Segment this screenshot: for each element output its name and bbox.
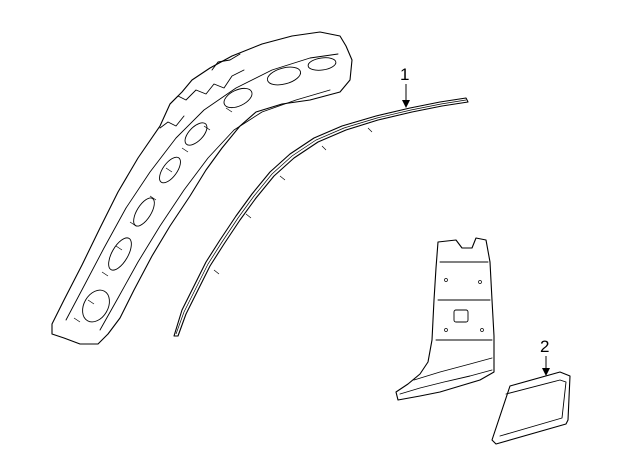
callout-1-label: 1 xyxy=(400,65,409,84)
callout-1: 1 xyxy=(400,65,410,108)
weatherstrip-part xyxy=(173,97,469,337)
pillar-trim-panel xyxy=(395,237,495,401)
body-side-inner-panel xyxy=(51,31,353,345)
applique-part xyxy=(491,371,571,445)
callout-1-arrowhead xyxy=(402,100,410,108)
callout-2: 2 xyxy=(540,337,550,376)
callout-2-arrowhead xyxy=(542,368,550,376)
callout-2-label: 2 xyxy=(540,337,549,356)
